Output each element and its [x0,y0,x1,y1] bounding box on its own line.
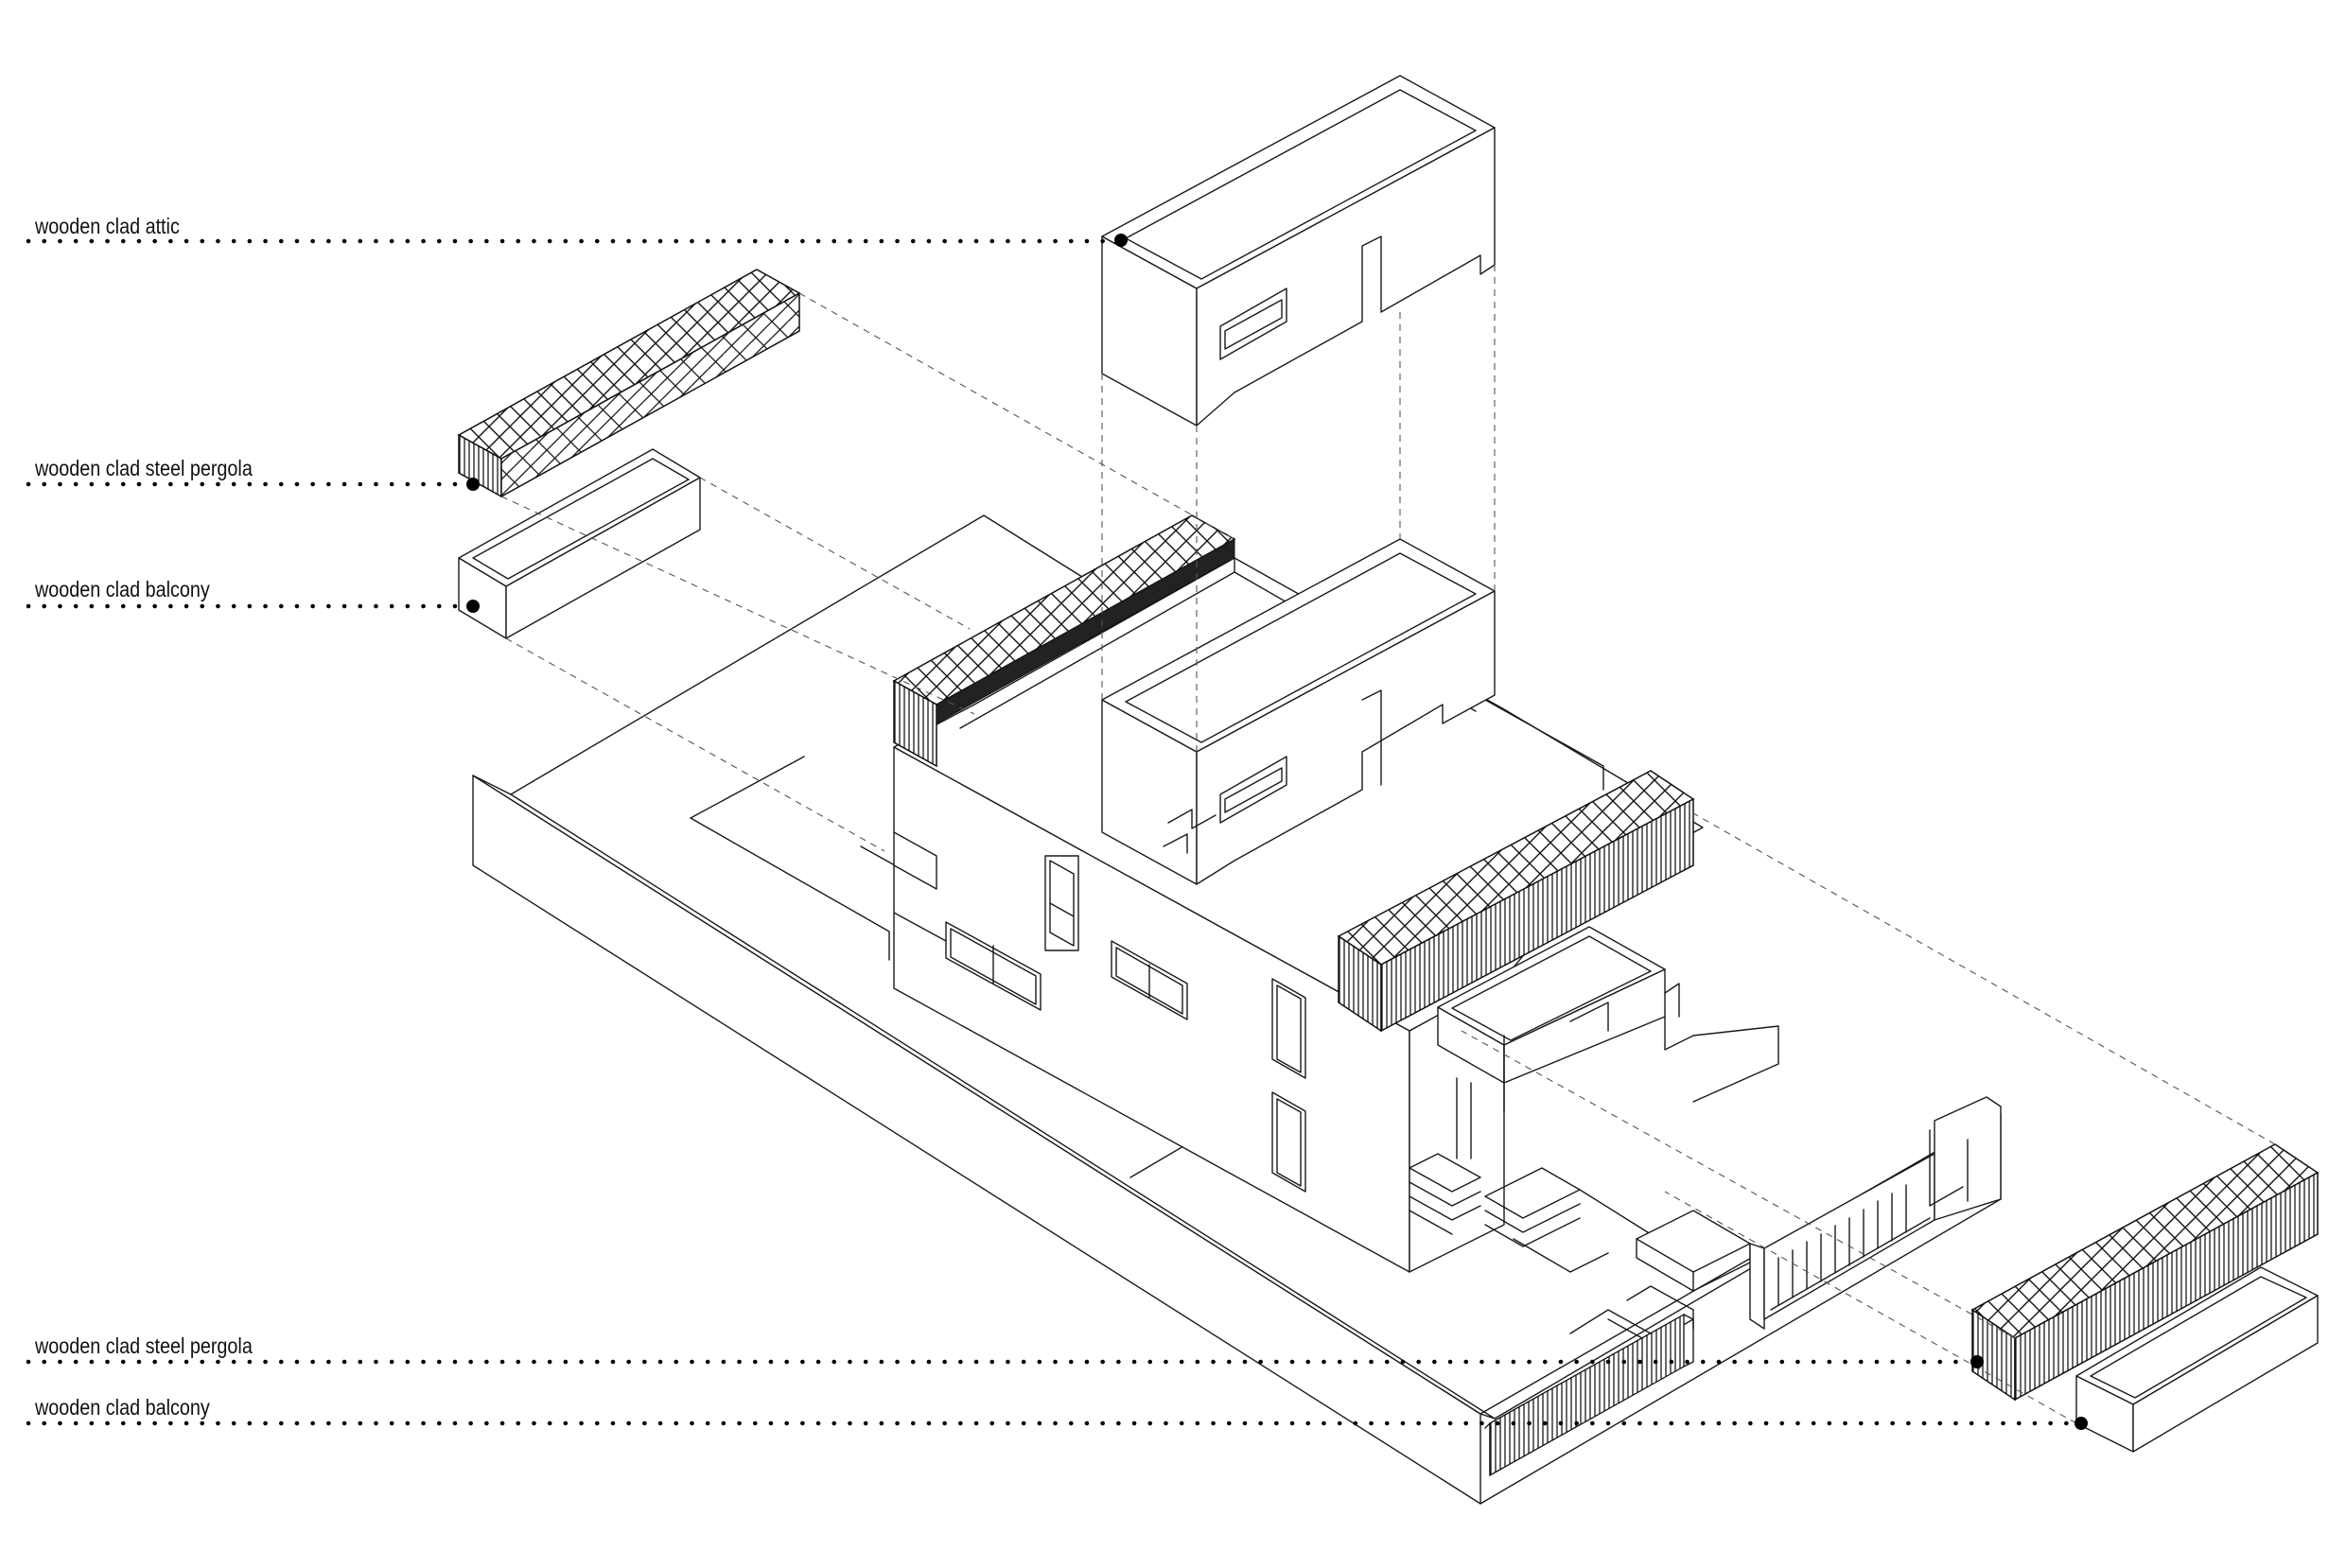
window [1044,855,1079,951]
attic-in-place [1101,538,1496,885]
balcony-on-front [1437,926,1680,1084]
leader-lines [26,234,2088,1430]
explosion-guides [500,265,2276,1424]
exploded-balcony-lower [2075,1266,2319,1453]
exploded-balcony-upper [458,448,701,639]
exploded-attic [1101,75,1496,427]
pergola-on-roof [892,514,1236,768]
courtyard [1409,1016,2002,1477]
label-wooden-clad-steel-pergola-lower: wooden clad steel pergola [35,1333,253,1358]
label-wooden-clad-attic: wooden clad attic [35,214,180,238]
label-wooden-clad-steel-pergola-upper: wooden clad steel pergola [35,456,253,480]
exploded-pergola-lower [1970,1143,2320,1402]
pergola-on-front [1337,770,1695,1033]
label-wooden-clad-balcony-upper: wooden clad balcony [35,577,210,601]
label-wooden-clad-balcony-lower: wooden clad balcony [35,1395,210,1420]
exploded-pergola-upper [457,269,801,498]
